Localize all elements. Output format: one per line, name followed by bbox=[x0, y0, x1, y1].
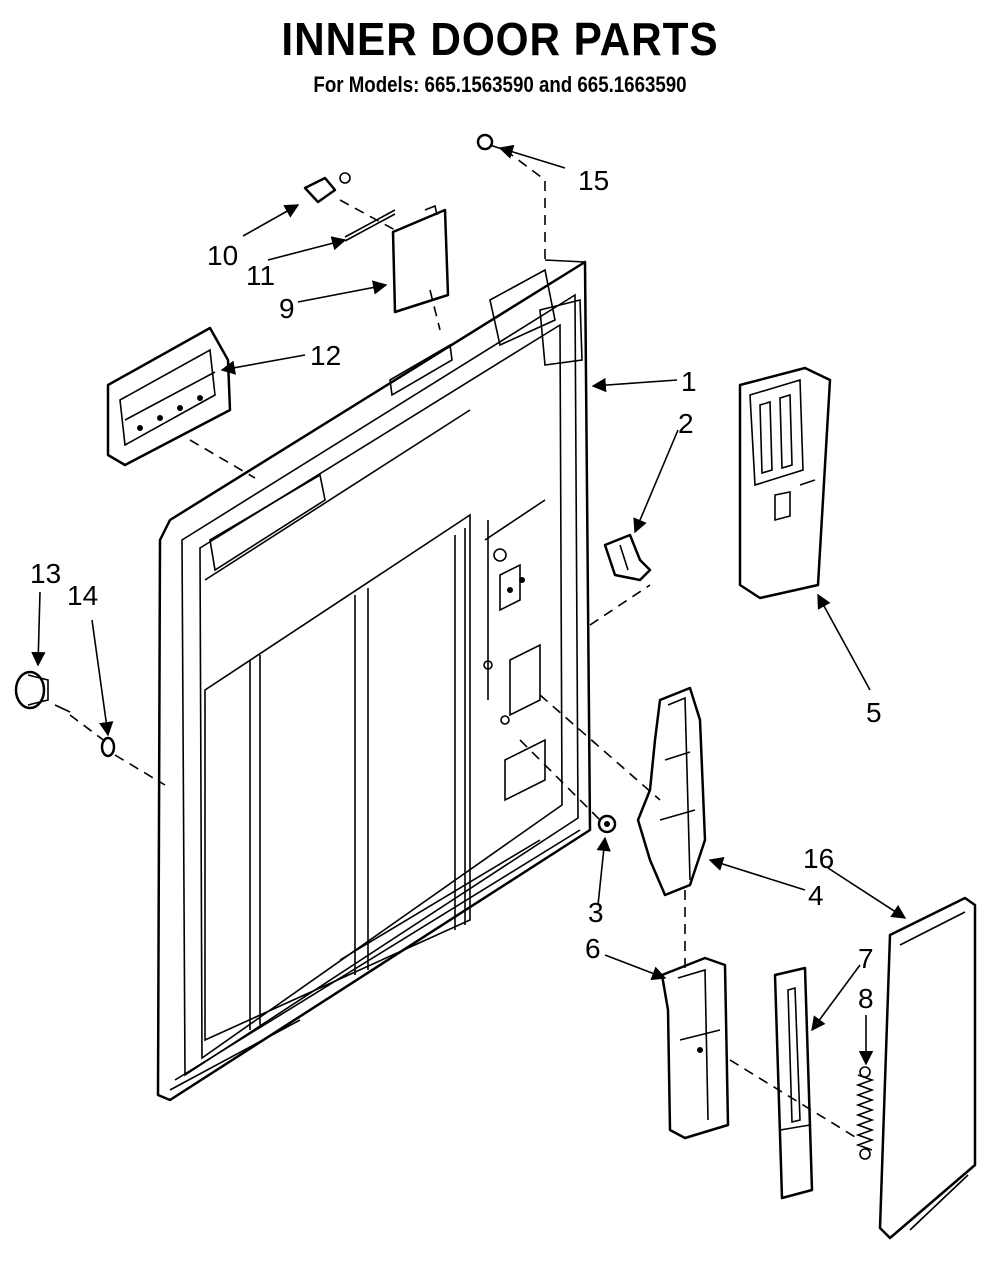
cover-part bbox=[391, 204, 450, 314]
callout-9: 9 bbox=[279, 293, 295, 324]
latch-housing bbox=[660, 956, 730, 1140]
clip-part bbox=[303, 172, 351, 204]
diagram-subtitle: For Models: 665.1563590 and 665.1663590 bbox=[313, 72, 687, 97]
callout-5: 5 bbox=[866, 697, 882, 728]
latch-assembly bbox=[636, 686, 707, 897]
leader-arrows bbox=[31, 144, 907, 1066]
striker-part bbox=[603, 533, 652, 582]
callout-12: 12 bbox=[310, 340, 341, 371]
assembly-lines bbox=[69, 149, 861, 1141]
slide-plate bbox=[773, 966, 814, 1200]
diagram-title: INNER DOOR PARTS bbox=[281, 13, 719, 65]
callout-2: 2 bbox=[678, 408, 694, 439]
callout-14: 14 bbox=[67, 580, 98, 611]
callout-7: 7 bbox=[858, 943, 874, 974]
callout-15: 15 bbox=[578, 165, 609, 196]
inner-door-panel bbox=[156, 259, 592, 1102]
callout-labels: 15 10 11 9 12 1 2 5 13 14 3 4 16 6 7 8 bbox=[30, 165, 882, 1014]
callout-1: 1 bbox=[681, 366, 697, 397]
callout-4: 4 bbox=[808, 880, 824, 911]
callout-6: 6 bbox=[585, 933, 601, 964]
callout-16: 16 bbox=[803, 843, 834, 874]
callout-13: 13 bbox=[30, 558, 61, 589]
knob-part bbox=[14, 670, 71, 713]
callout-8: 8 bbox=[858, 983, 874, 1014]
callout-11: 11 bbox=[246, 260, 275, 291]
vent-housing bbox=[738, 366, 832, 600]
control-panel bbox=[106, 326, 232, 467]
callout-10: 10 bbox=[207, 240, 238, 271]
washer-part bbox=[100, 736, 116, 758]
pin-part bbox=[344, 209, 396, 242]
callout-3: 3 bbox=[588, 897, 604, 928]
side-panel bbox=[878, 896, 977, 1240]
nut-part bbox=[597, 814, 617, 834]
spring-part bbox=[855, 1066, 875, 1160]
